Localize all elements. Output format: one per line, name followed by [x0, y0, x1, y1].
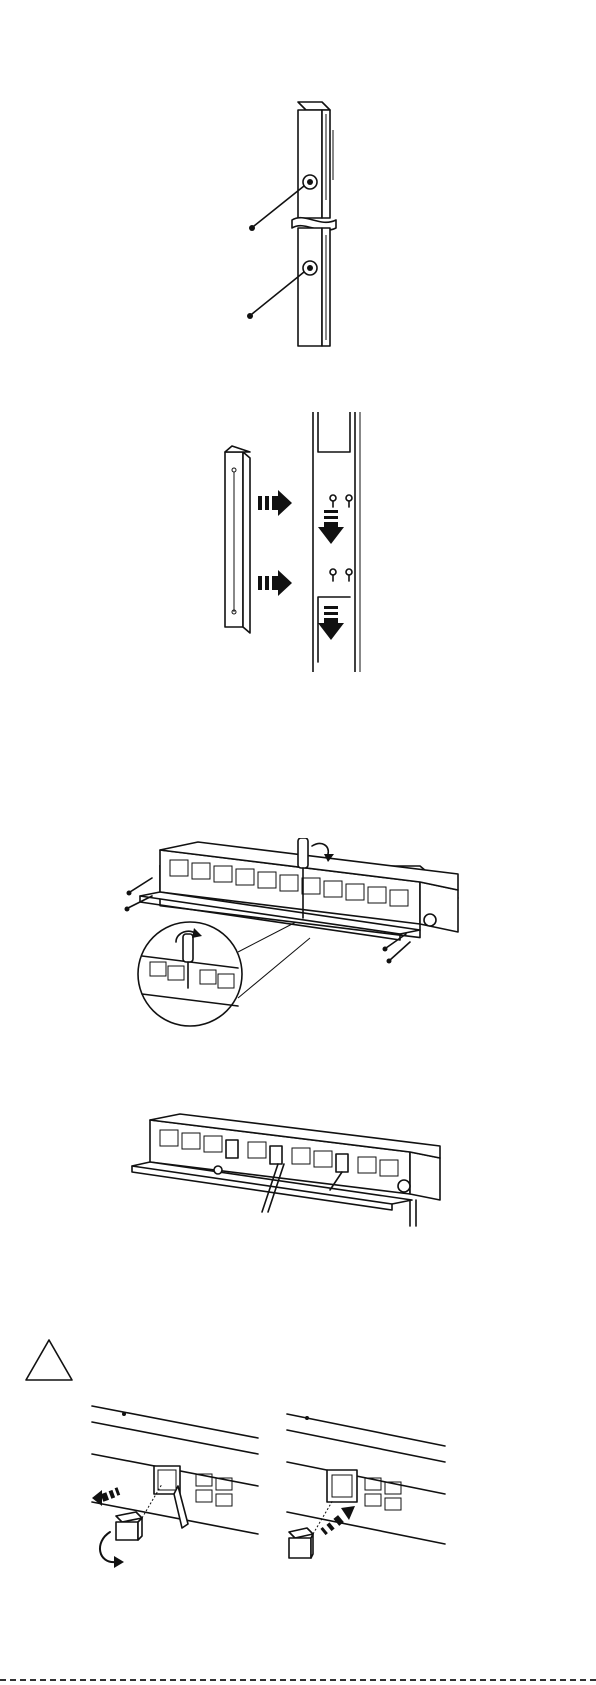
figure-outlet-module-removal [90, 1400, 260, 1570]
page-footer-rule [0, 1679, 596, 1681]
figure-outlet-module-insertion [285, 1408, 455, 1568]
arrow-down-icon [318, 606, 344, 640]
horizontal-pdu-cable-clips-illustration [0, 1108, 596, 1263]
figure-vertical-pdu-screws [0, 100, 596, 360]
figure-horizontal-pdu-cover [0, 838, 596, 1038]
outlet-module-removal-illustration [90, 1400, 260, 1570]
vertical-pdu-rack-mount-illustration [0, 412, 596, 672]
outlet-module-insertion-illustration [285, 1408, 455, 1568]
figure-horizontal-pdu-cable-clips [0, 1108, 596, 1263]
horizontal-pdu-cover-illustration [0, 838, 596, 1038]
arrow-right-icon [258, 490, 292, 516]
caution-icon [24, 1338, 74, 1382]
arrow-down-icon [318, 510, 344, 544]
vertical-pdu-screws-illustration [0, 100, 596, 360]
arrow-right-icon [258, 570, 292, 596]
figure-vertical-pdu-rack-mount [0, 412, 596, 672]
